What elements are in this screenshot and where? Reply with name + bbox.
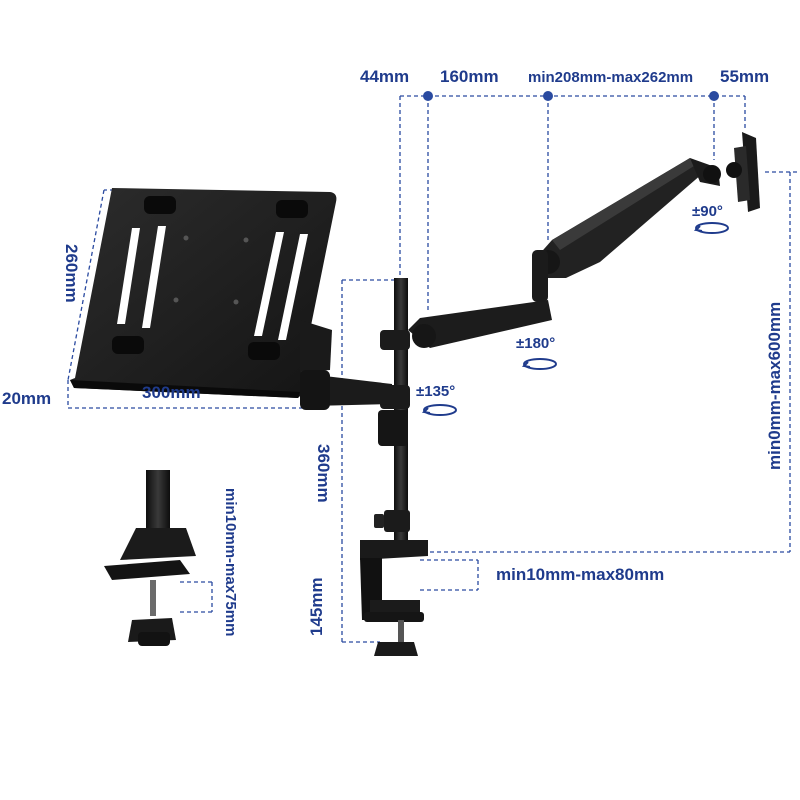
- rotate-arrow-icon: [521, 358, 557, 370]
- desk-clamp: [360, 540, 428, 656]
- tray-arm: [300, 370, 392, 410]
- rotation-tray-swivel: ±135°: [416, 383, 456, 400]
- dimension-height-range: min0mm-max600mm: [765, 301, 784, 470]
- mount-pole: [374, 278, 410, 540]
- monitor-arm: [408, 158, 721, 348]
- dimension-guides: [67, 95, 800, 643]
- dimension-55mm: 55mm: [720, 67, 770, 86]
- dimension-tray-lip: 20mm: [2, 389, 52, 408]
- dimension-clamp-range: min10mm-max80mm: [496, 565, 665, 584]
- rotation-monitor-tilt: ±90°: [692, 203, 723, 220]
- rotation-arm-swivel: ±180°: [516, 335, 556, 352]
- inset-clamp: [104, 470, 196, 646]
- dimension-inset-clamp-range: min10mm-max75mm: [222, 488, 239, 637]
- vesa-plate: [726, 132, 760, 212]
- dimension-pole-360: 360mm: [314, 444, 333, 503]
- dimension-160mm: 160mm: [440, 67, 499, 86]
- dimension-arm-range: min208mm-max262mm: [528, 69, 694, 86]
- rotate-arrow-icon: [421, 404, 457, 416]
- dimension-44mm: 44mm: [360, 67, 410, 86]
- dimension-base-145: 145mm: [307, 577, 326, 636]
- rotate-arrow-icon: [693, 222, 729, 234]
- laptop-tray: [70, 188, 337, 398]
- dimension-markers: [423, 91, 719, 101]
- dimension-tray-height: 260mm: [62, 244, 81, 303]
- dimension-tray-width: 300mm: [142, 383, 201, 402]
